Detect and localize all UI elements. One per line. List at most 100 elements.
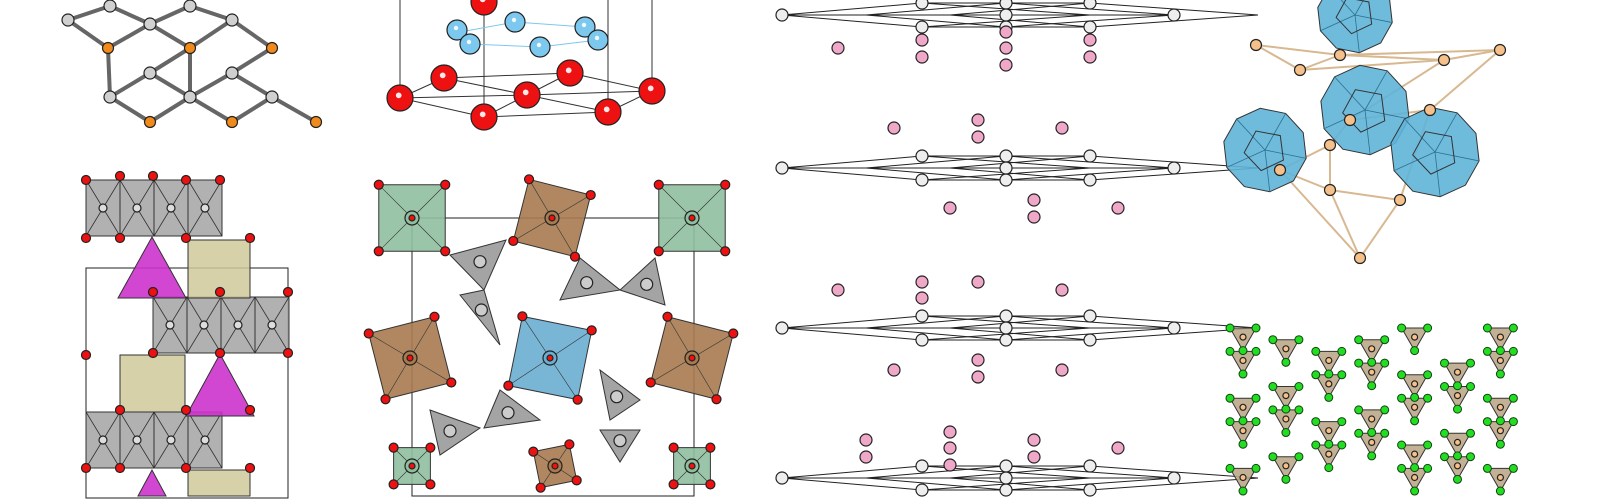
net-atom bbox=[999, 309, 1013, 323]
bond-line bbox=[152, 296, 171, 326]
oxygen-atom bbox=[720, 246, 731, 257]
green-atom bbox=[1440, 452, 1449, 462]
net-atom bbox=[1167, 321, 1181, 335]
pink-atom bbox=[1055, 283, 1069, 297]
bond-line bbox=[949, 2, 1091, 16]
oxygen-atom bbox=[388, 479, 399, 490]
green-atom bbox=[1367, 381, 1377, 391]
green-atom bbox=[1495, 416, 1505, 426]
green-atom bbox=[1337, 370, 1347, 380]
tan-atom bbox=[1239, 473, 1247, 482]
net-atom bbox=[915, 333, 929, 347]
gray-atom bbox=[183, 90, 197, 104]
net-atom bbox=[1167, 161, 1181, 175]
pink-atom bbox=[999, 41, 1013, 55]
green-atom bbox=[1225, 323, 1235, 333]
net-atom bbox=[999, 321, 1013, 335]
orange-atom bbox=[101, 41, 115, 55]
net-atom bbox=[1083, 309, 1097, 323]
oxygen-atom bbox=[705, 479, 716, 490]
bond-line bbox=[237, 296, 256, 326]
bond-line bbox=[220, 296, 239, 326]
oxygen-atom bbox=[180, 462, 192, 474]
oxygen-atom bbox=[446, 377, 457, 388]
red-atom bbox=[556, 59, 584, 87]
icosahedron-face bbox=[1342, 89, 1386, 133]
oxygen-atom bbox=[688, 354, 696, 362]
bond-line bbox=[204, 207, 223, 237]
bond-line bbox=[949, 465, 1091, 479]
net-atom bbox=[1083, 173, 1097, 187]
bond-line bbox=[865, 327, 1007, 341]
pink-atom bbox=[971, 275, 985, 289]
oxygen-atom bbox=[244, 462, 256, 474]
blue-atom bbox=[574, 16, 596, 38]
pink-atom bbox=[831, 41, 845, 55]
tan-atom bbox=[1293, 63, 1307, 77]
green-atom bbox=[1225, 463, 1235, 473]
bond-line bbox=[66, 18, 110, 50]
green-atom bbox=[1380, 358, 1390, 368]
khaki-octahedron bbox=[187, 239, 251, 299]
green-atom bbox=[1294, 452, 1304, 462]
green-atom bbox=[1251, 393, 1261, 403]
oxygen-atom bbox=[380, 394, 391, 405]
bond-line bbox=[1354, 14, 1360, 53]
pink-atom bbox=[971, 370, 985, 384]
tan-atom bbox=[1325, 356, 1333, 365]
bond-line bbox=[658, 217, 693, 252]
bond-line bbox=[781, 167, 923, 181]
net-atom bbox=[999, 333, 1013, 347]
bond-line bbox=[1255, 44, 1301, 71]
bond-line bbox=[102, 179, 121, 209]
oxygen-atom bbox=[244, 232, 256, 244]
oxygen-atom bbox=[180, 232, 192, 244]
green-atom bbox=[1397, 440, 1407, 450]
bond-line bbox=[378, 184, 413, 219]
pink-atom bbox=[887, 121, 901, 135]
tetrahedron-center bbox=[473, 255, 487, 269]
green-atom bbox=[1423, 370, 1433, 380]
oxygen-atom bbox=[147, 347, 159, 359]
octahedral-framework-panel bbox=[363, 174, 739, 497]
net-atom bbox=[1083, 0, 1097, 10]
bond-line bbox=[368, 333, 411, 359]
oxygen-atom bbox=[440, 179, 451, 190]
tetrahedron-center bbox=[613, 434, 627, 448]
gray-atom bbox=[103, 90, 117, 104]
bond-line bbox=[781, 315, 923, 329]
bond-line bbox=[271, 95, 317, 124]
pink-atom bbox=[1083, 50, 1097, 64]
atom-highlight bbox=[522, 89, 529, 96]
bond-line bbox=[411, 217, 446, 252]
bond-line bbox=[483, 111, 609, 118]
green-atom bbox=[1482, 346, 1492, 356]
bond-line bbox=[203, 296, 222, 326]
octahedron-center bbox=[132, 435, 142, 445]
green-atom bbox=[1311, 440, 1321, 450]
oxygen-atom bbox=[569, 251, 581, 262]
bond-line bbox=[781, 155, 923, 169]
green-atom bbox=[1440, 428, 1449, 438]
oxygen-atom bbox=[373, 246, 384, 257]
green-atom bbox=[1423, 440, 1433, 450]
green-atom bbox=[1482, 323, 1492, 333]
net-atom bbox=[999, 149, 1013, 163]
pink-atom bbox=[1027, 193, 1041, 207]
pink-atom bbox=[999, 25, 1013, 39]
tan-atom bbox=[1410, 403, 1419, 411]
green-atom bbox=[1251, 463, 1261, 473]
oxygen-atom bbox=[440, 246, 451, 257]
tetrahedron-center bbox=[640, 277, 654, 291]
orange-atom bbox=[225, 115, 239, 129]
net-atom bbox=[915, 459, 929, 473]
green-atom bbox=[1508, 463, 1518, 473]
pink-atom bbox=[859, 433, 873, 447]
bond-line bbox=[691, 333, 734, 359]
green-atom bbox=[1268, 335, 1278, 345]
tan-atom bbox=[1273, 163, 1287, 177]
bond-line bbox=[108, 95, 152, 124]
bond-line bbox=[254, 324, 273, 354]
oxygen-atom bbox=[711, 394, 722, 405]
bond-line bbox=[237, 324, 256, 354]
